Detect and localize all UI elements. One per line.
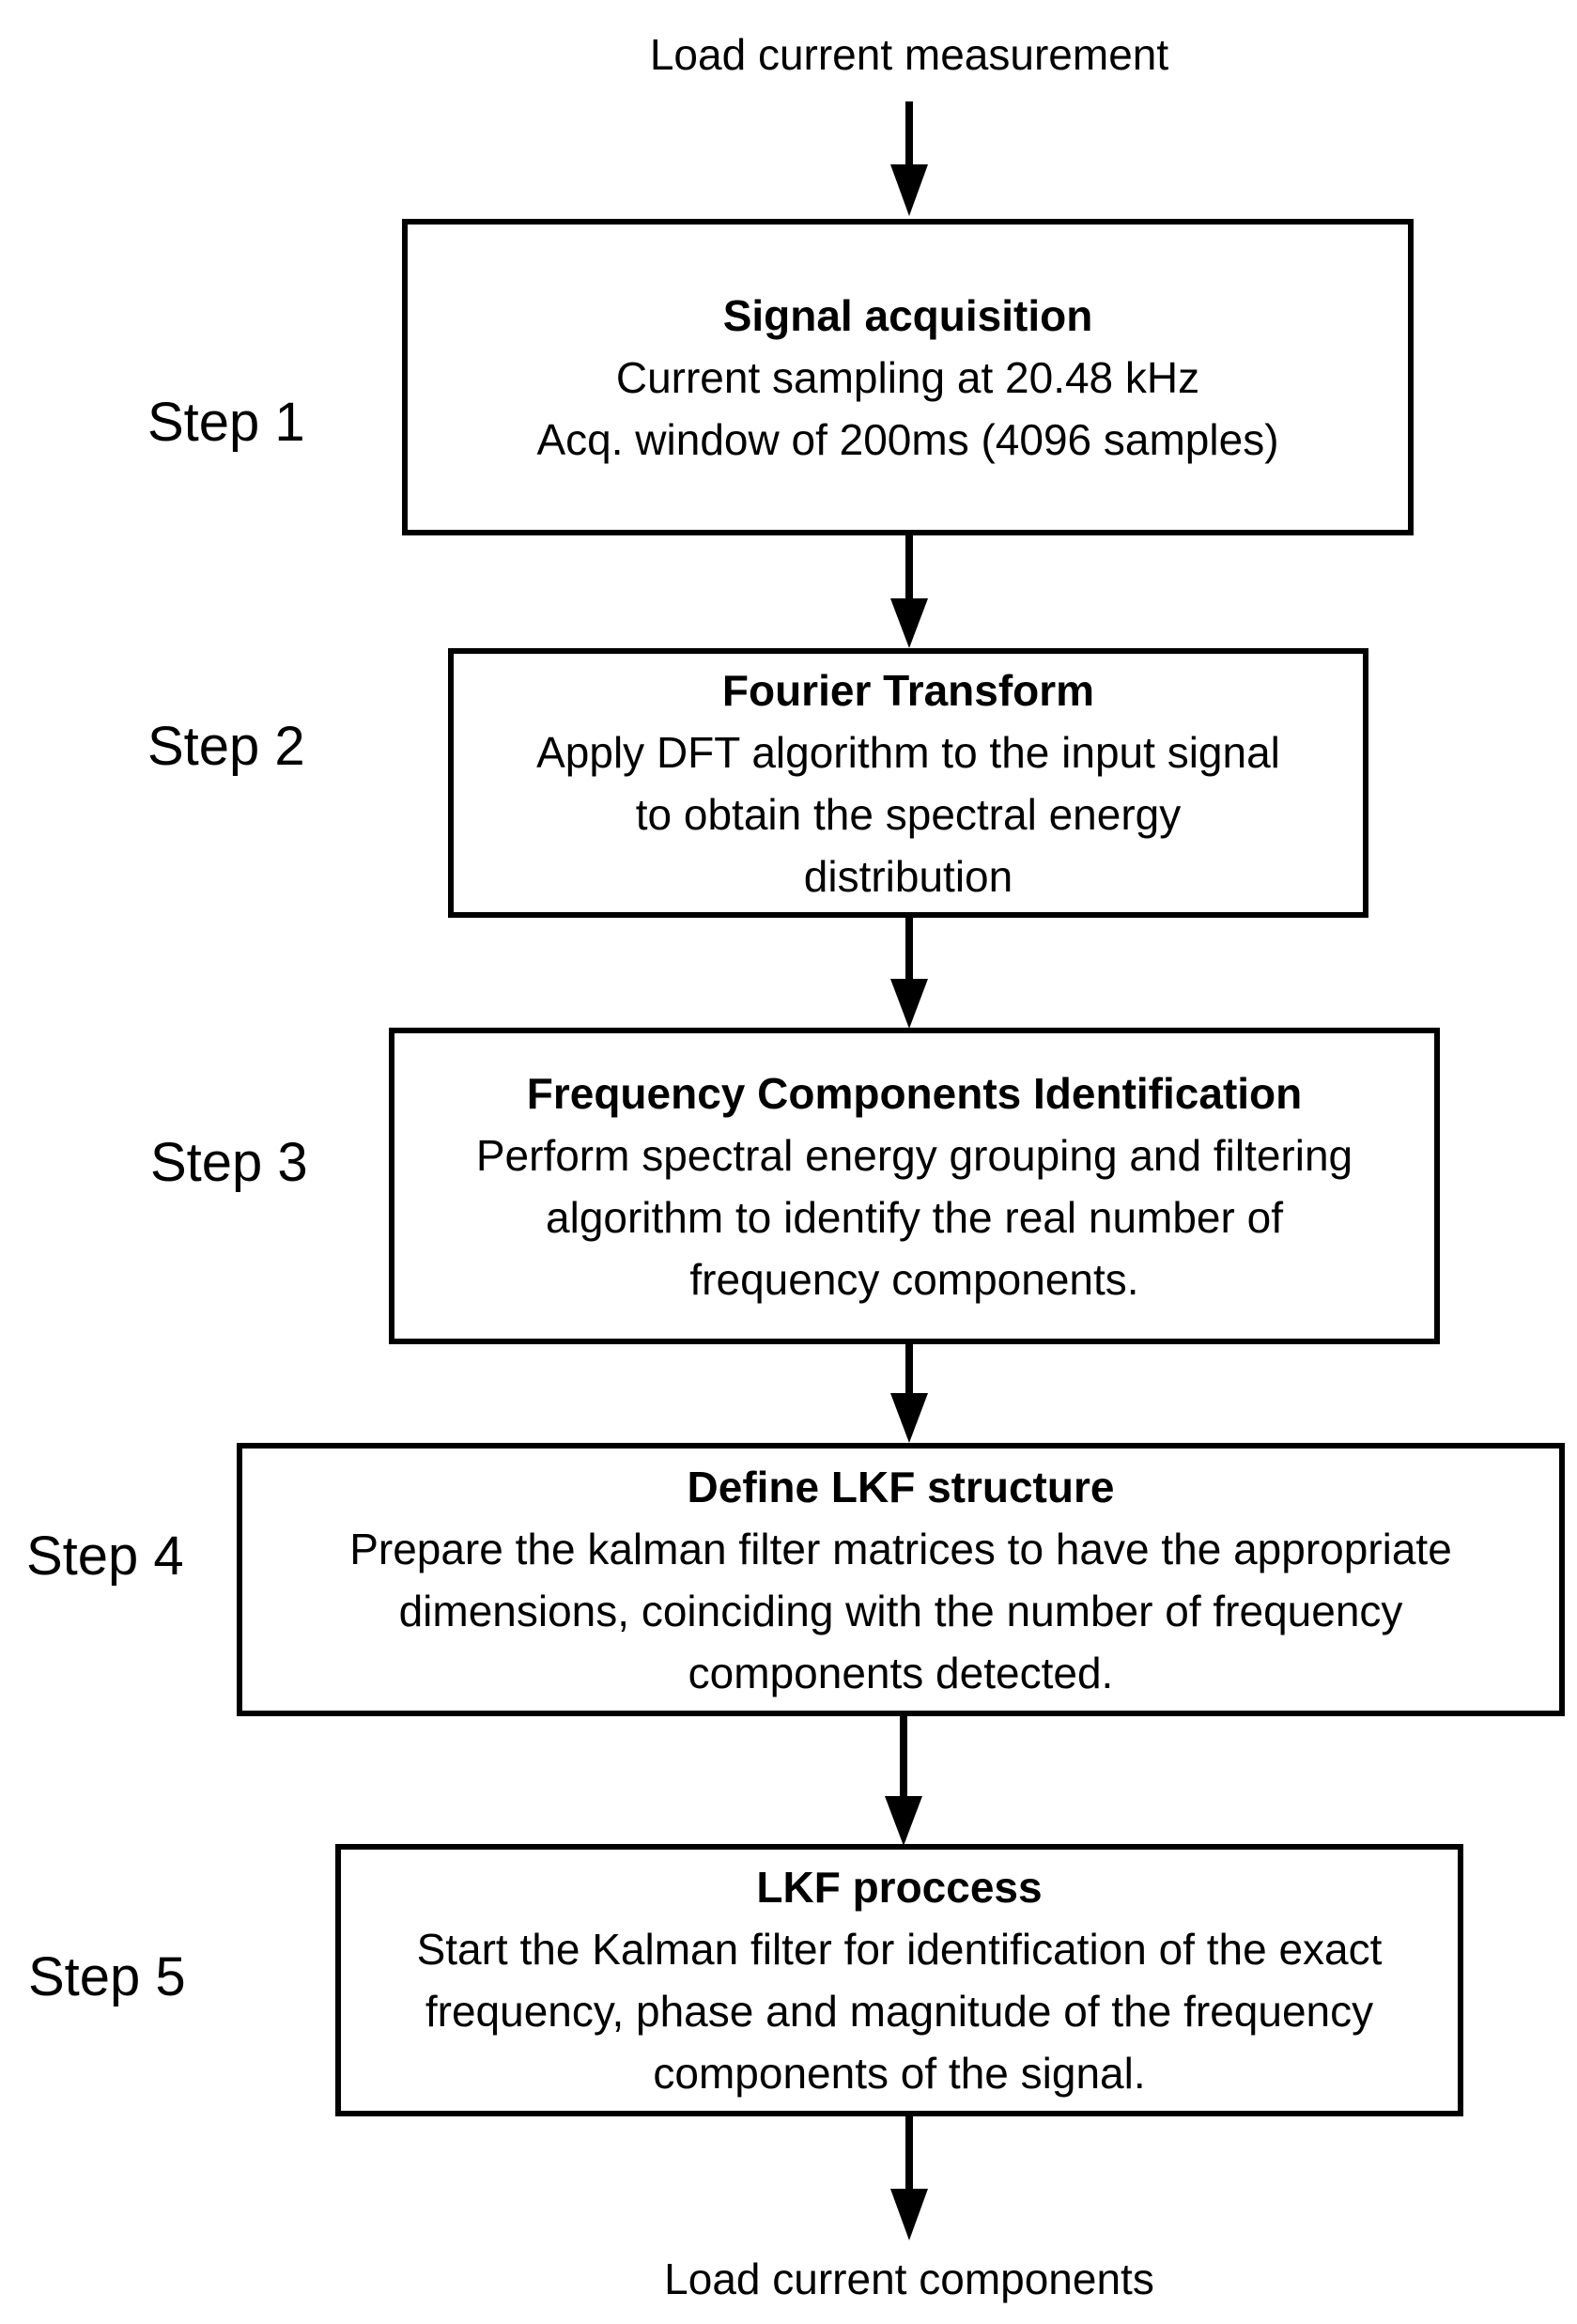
step-5-title: LKF proccess [756, 1863, 1043, 1912]
step-1-line: Current sampling at 20.48 kHz [615, 352, 1200, 402]
step-2-box: Fourier Transform Apply DFT algorithm to… [448, 648, 1368, 918]
step-3-title: Frequency Components Identification [526, 1068, 1303, 1118]
arrow-step-2-to-step-3 [890, 918, 928, 1029]
step-4-box: Define LKF structure Prepare the kalman … [237, 1443, 1565, 1716]
step-2-title: Fourier Transform [721, 665, 1095, 715]
arrow-step-5-to-output [890, 2116, 928, 2240]
step-5-line: Start the Kalman filter for identificati… [416, 1925, 1383, 1974]
step-4-title: Define LKF structure [687, 1462, 1115, 1511]
step-4-line: Prepare the kalman filter matrices to ha… [349, 1524, 1452, 1573]
input-label: Load current measurement [649, 30, 1169, 79]
step-3-box: Frequency Components Identification Perf… [389, 1028, 1440, 1344]
step-1-box: Signal acquisition Current sampling at 2… [402, 219, 1414, 535]
step-2-line: distribution [803, 851, 1013, 901]
step-5-label: Step 5 [28, 1946, 186, 2007]
arrow-step-4-to-step-5 [885, 1716, 922, 1846]
step-1-title: Signal acquisition [722, 290, 1093, 340]
step-2-line: Apply DFT algorithm to the input signal [536, 727, 1280, 777]
step-2-line: to obtain the spectral energy [635, 789, 1182, 839]
step-3-label: Step 3 [150, 1132, 308, 1193]
output-label: Load current components [664, 2254, 1154, 2303]
step-3-line: algorithm to identify the real number of [546, 1192, 1283, 1242]
step-4-line: dimensions, coinciding with the number o… [398, 1586, 1403, 1635]
step-4-line: components detected. [688, 1648, 1114, 1697]
arrow-step-1-to-step-2 [890, 535, 928, 648]
step-5-line: components of the signal. [653, 2049, 1146, 2098]
arrow-step-3-to-step-4 [890, 1344, 928, 1443]
step-3-line: frequency components. [689, 1254, 1139, 1304]
step-3-line: Perform spectral energy grouping and fil… [475, 1130, 1353, 1180]
step-1-line: Acq. window of 200ms (4096 samples) [536, 414, 1279, 464]
step-1-label: Step 1 [147, 392, 305, 453]
arrow-input-to-step-1 [890, 101, 928, 216]
step-2-label: Step 2 [147, 716, 305, 777]
step-5-box: LKF proccess Start the Kalman filter for… [335, 1844, 1463, 2116]
step-4-label: Step 4 [26, 1526, 184, 1587]
step-5-line: frequency, phase and magnitude of the fr… [425, 1987, 1374, 2036]
